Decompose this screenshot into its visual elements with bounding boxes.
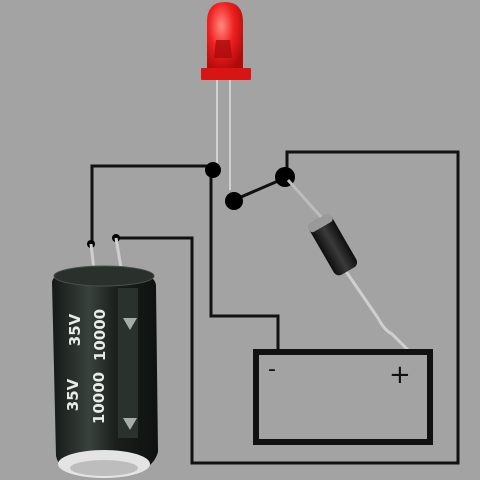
led-rim xyxy=(201,68,251,80)
capacitor-polarity-triangle-top xyxy=(123,318,137,330)
diode-lead-bottom xyxy=(343,269,412,354)
capacitor-voltage-top: 35V xyxy=(66,313,84,346)
diode-body xyxy=(308,214,358,276)
battery-minus-label: - xyxy=(268,357,276,382)
battery-plus-label: + xyxy=(389,360,411,390)
diode xyxy=(286,178,412,354)
wire-cap-right-to-battery-bottom xyxy=(116,150,460,465)
led-inner-anvil xyxy=(214,40,232,58)
capacitor-top-rim xyxy=(53,265,155,287)
wire-led-to-cap-left xyxy=(90,164,213,244)
diode-cathode-band xyxy=(307,213,333,233)
wire-led-to-battery-minus xyxy=(209,172,280,350)
junction-switch-pivot xyxy=(225,192,243,210)
led-lead-left xyxy=(215,78,219,170)
capacitor-polarity-triangle-bottom xyxy=(123,418,137,430)
battery-body xyxy=(253,349,433,445)
junctions xyxy=(87,162,295,248)
capacitor-voltage-bottom: 35V xyxy=(64,378,82,411)
capacitor: 35V 10000 35V 10000 xyxy=(52,237,158,478)
capacitor-capacitance-bottom: 10000 xyxy=(90,372,108,424)
capacitor-lead-left xyxy=(89,243,96,271)
battery: - + xyxy=(253,349,433,445)
led-lead-right xyxy=(228,78,232,190)
capacitor-bottom-cap-shadow xyxy=(70,460,138,476)
led xyxy=(201,2,251,190)
wires xyxy=(90,150,460,465)
led-dome xyxy=(207,2,243,70)
diode-lead-top xyxy=(286,178,324,220)
capacitor-capacitance-top: 10000 xyxy=(91,309,109,361)
capacitor-polarity-stripe xyxy=(118,288,138,438)
junction-led-node xyxy=(205,162,221,178)
capacitor-lead-right xyxy=(114,237,123,269)
